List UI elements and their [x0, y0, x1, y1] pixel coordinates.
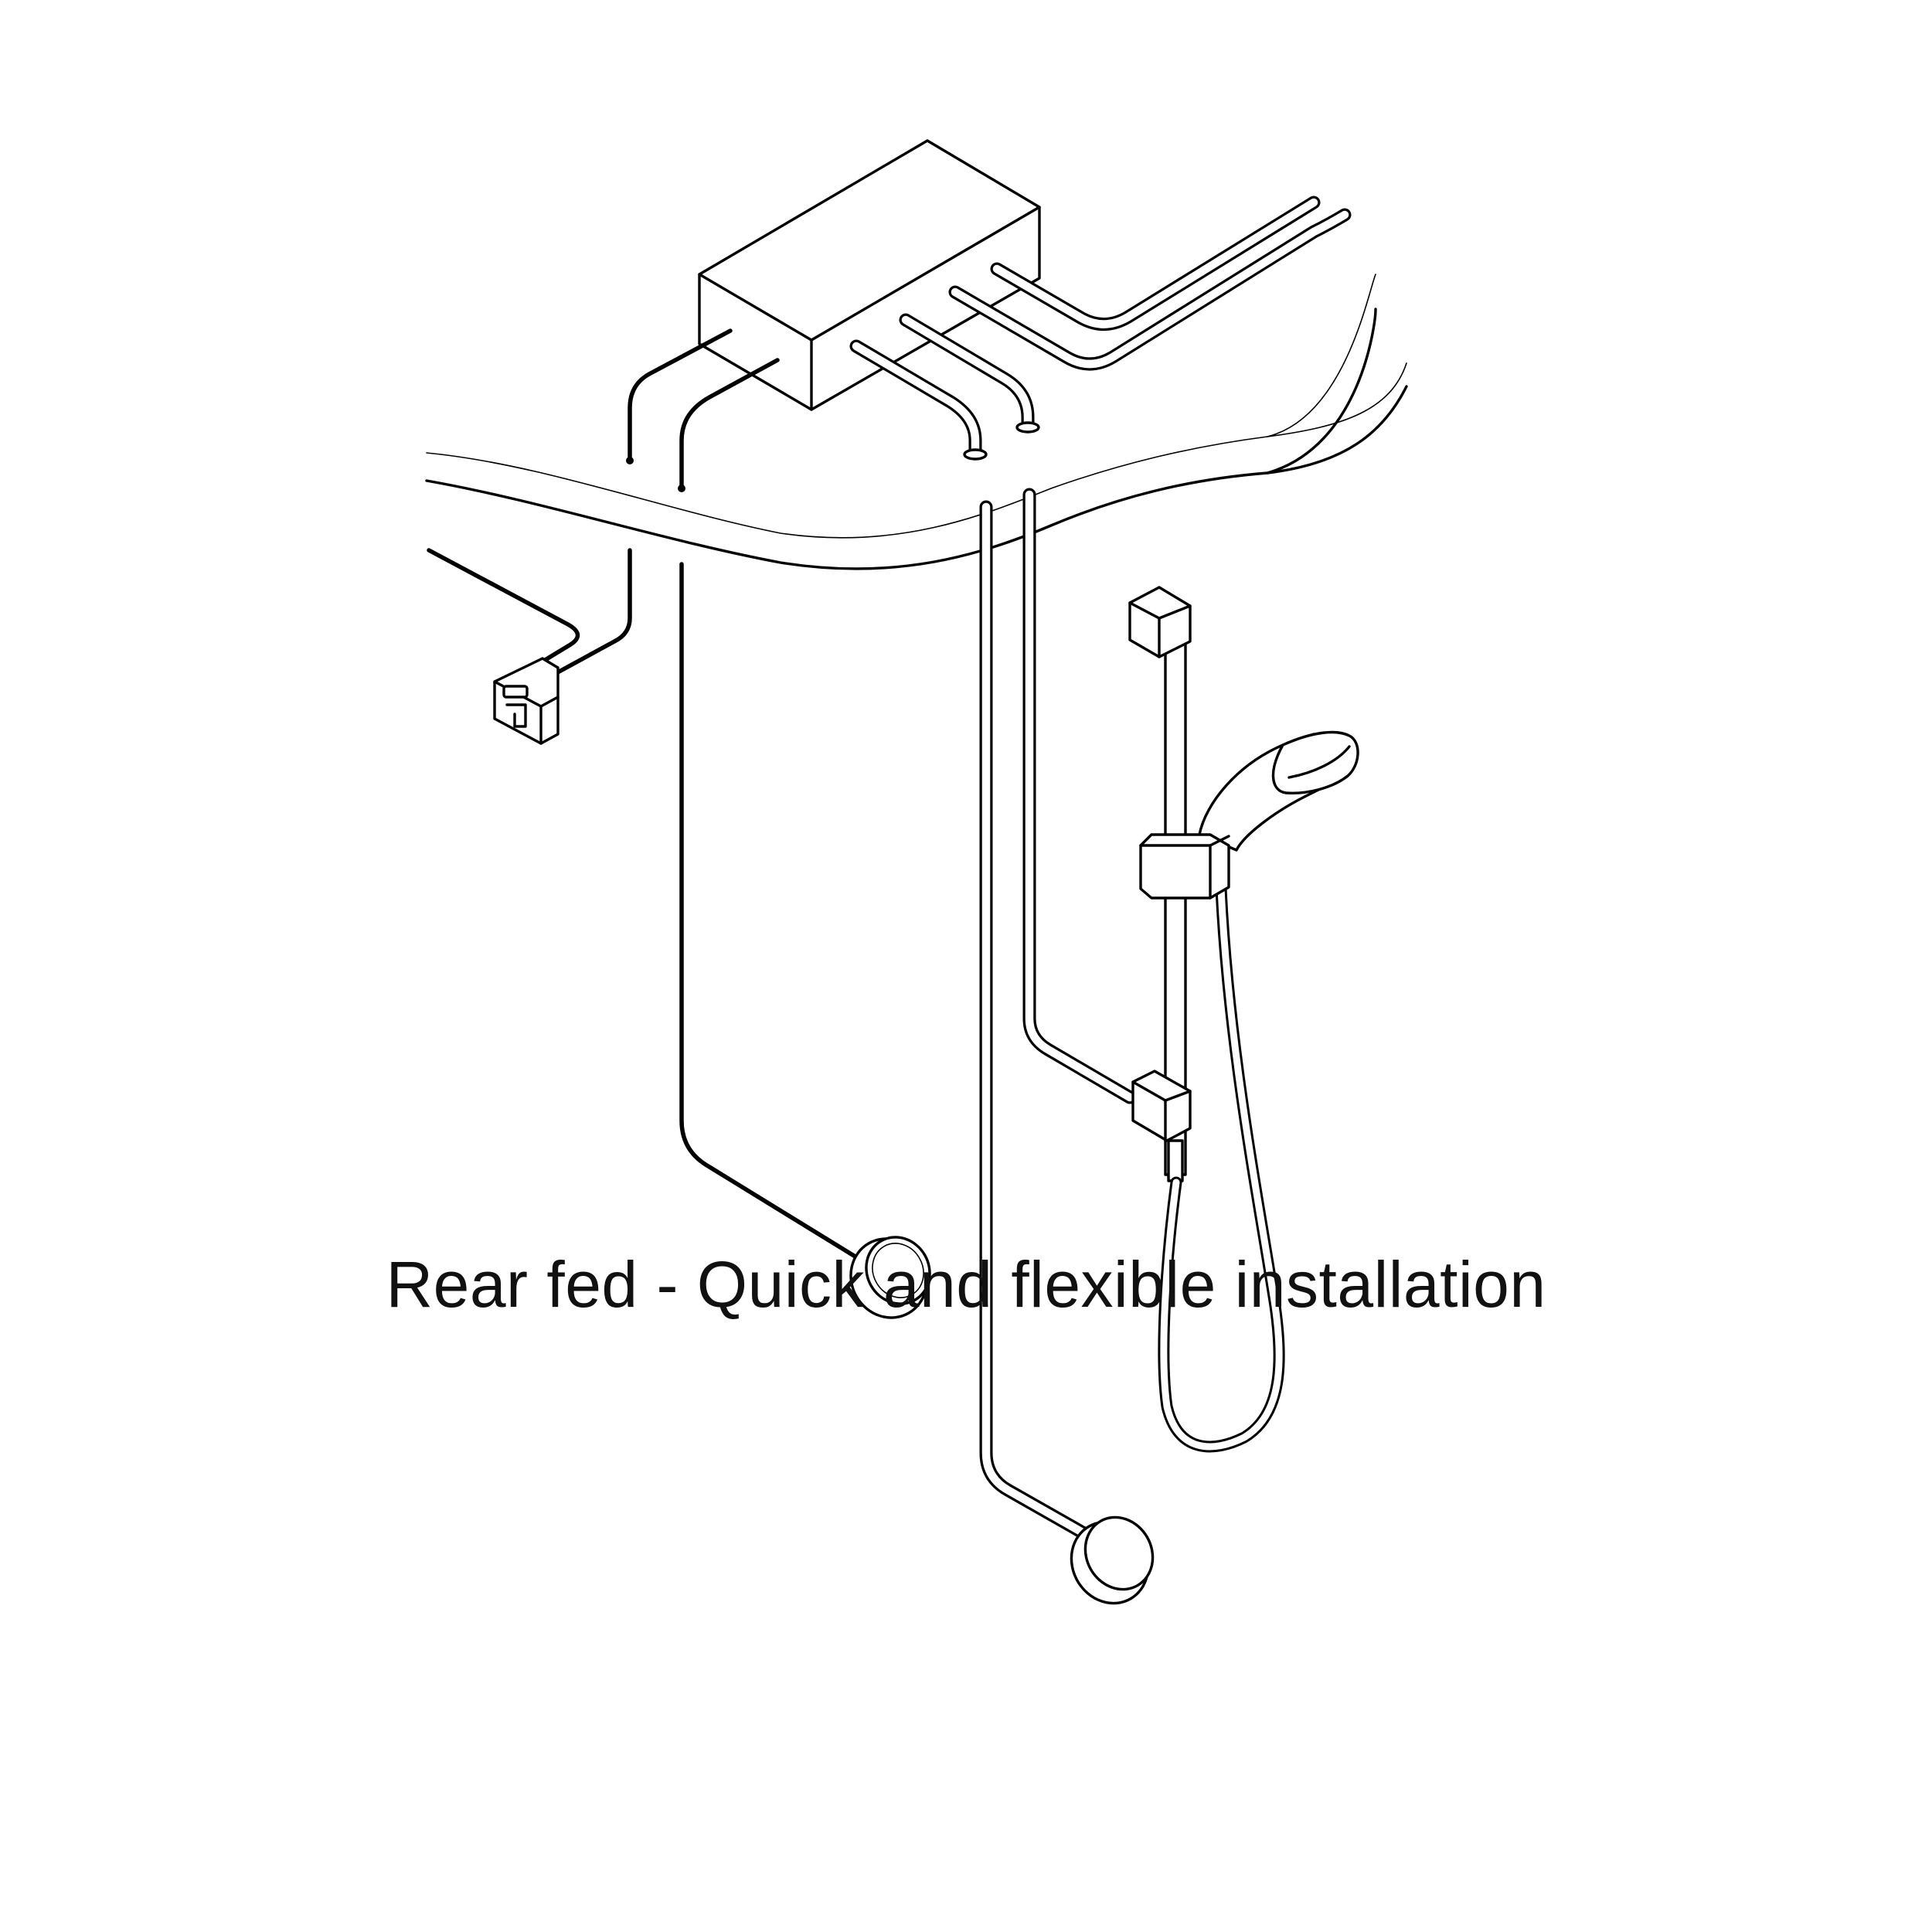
shower-unit-box — [698, 139, 1041, 411]
wall-pipes — [979, 488, 1137, 1542]
control-cable — [679, 562, 860, 1260]
pushbutton-control-upper — [849, 1236, 931, 1319]
shower-hose — [1158, 883, 1285, 1453]
shower-handset — [1139, 730, 1359, 900]
ceiling-surface — [425, 274, 1408, 570]
isolator-switch — [427, 548, 632, 745]
rear-pipes — [849, 196, 1352, 461]
pushbutton-control-lower — [1070, 1515, 1155, 1605]
power-cables — [626, 328, 780, 492]
diagram-caption: Rear fed - Quick and flexible installati… — [386, 1248, 1546, 1321]
